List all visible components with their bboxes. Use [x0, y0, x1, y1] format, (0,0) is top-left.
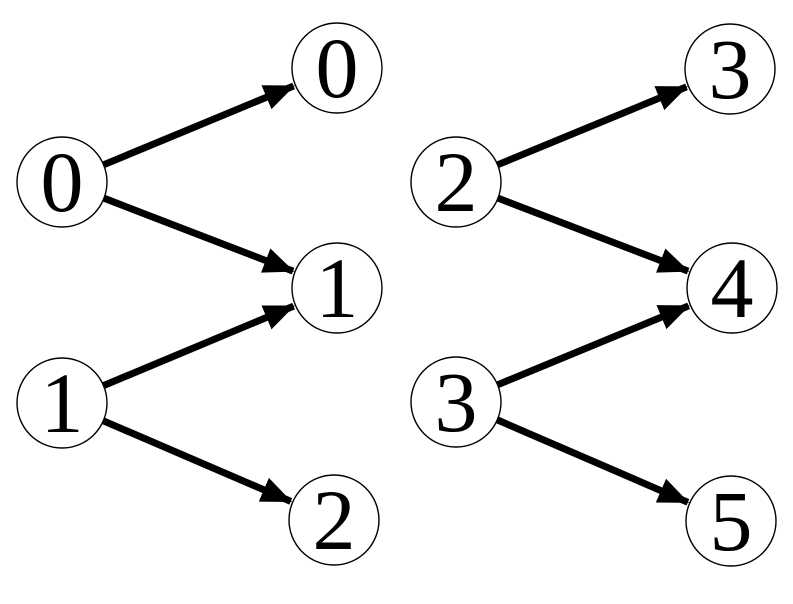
edge-right-source-2-to-right-target-4: [496, 194, 690, 275]
node-left-target-2: [288, 474, 380, 566]
edge-right-source-3-to-right-target-5: [495, 416, 690, 506]
node-label-left-source-0: 0: [41, 134, 84, 230]
node-label-right-target-5: 5: [710, 473, 753, 569]
node-right-source-2: [410, 136, 502, 228]
right-graph: 2 3 3 4 5: [410, 21, 778, 569]
node-label-right-target-3: 3: [709, 21, 752, 117]
node-label-left-source-1: 1: [41, 355, 84, 451]
node-left-source-1: [16, 357, 108, 449]
edge-right-source-2-to-right-target-3: [496, 83, 688, 169]
edge-left-source-0-to-left-target-0: [102, 82, 295, 169]
node-left-target-1: [291, 242, 383, 334]
node-label-left-target-0: 0: [316, 20, 359, 116]
node-right-target-4: [686, 242, 778, 334]
node-right-source-3: [410, 356, 502, 448]
node-right-target-3: [684, 23, 776, 115]
node-label-left-target-1: 1: [316, 240, 359, 336]
edge-left-source-1-to-left-target-2: [101, 417, 293, 505]
node-label-right-target-4: 4: [711, 240, 754, 336]
node-label-right-source-3: 3: [435, 354, 478, 450]
edge-left-source-1-to-left-target-1: [102, 302, 295, 389]
node-label-left-target-2: 2: [313, 472, 356, 568]
node-label-right-source-2: 2: [435, 134, 478, 230]
node-left-target-0: [291, 22, 383, 114]
edge-right-source-3-to-right-target-4: [496, 302, 690, 389]
node-left-source-0: [16, 136, 108, 228]
edge-left-source-0-to-left-target-1: [102, 194, 295, 275]
left-graph: 0 1 0 1 2: [16, 20, 383, 568]
node-right-target-5: [685, 475, 777, 567]
